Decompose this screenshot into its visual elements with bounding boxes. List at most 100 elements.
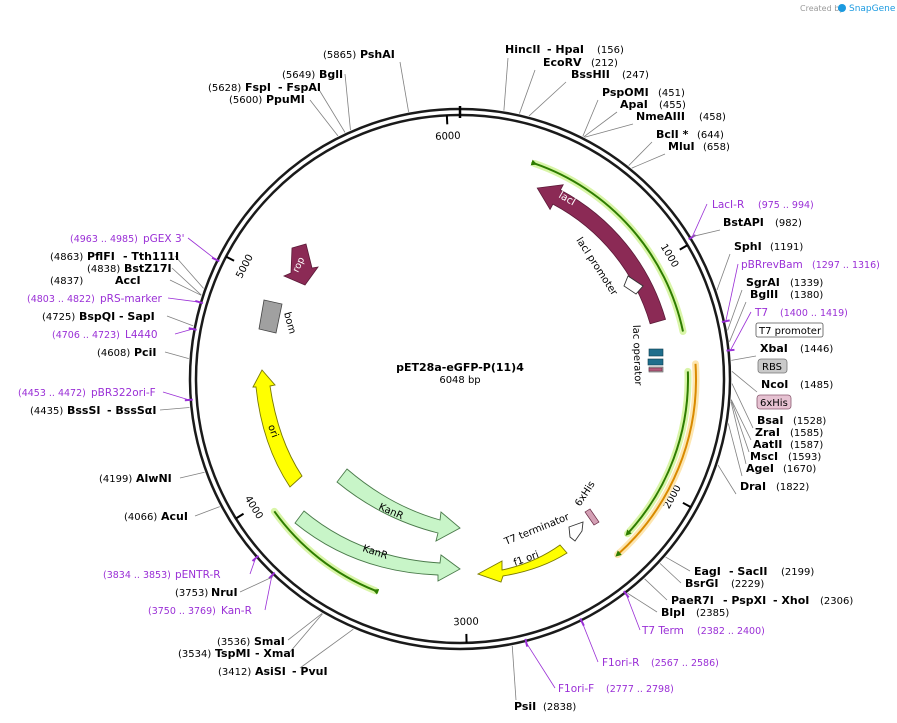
site-PaeR7I[interactable]: PaeR7I bbox=[671, 594, 714, 607]
site-PciI[interactable]: PciI bbox=[134, 346, 156, 359]
site-AsiSI[interactable]: AsiSI bbox=[255, 665, 286, 678]
site-HpaI[interactable]: - HpaI bbox=[547, 43, 584, 56]
site-PshAI[interactable]: PshAI bbox=[360, 48, 395, 61]
6xhis-marker[interactable] bbox=[648, 367, 663, 372]
site-BglI[interactable]: BglI bbox=[319, 68, 343, 81]
site-SacII[interactable]: - SacII bbox=[729, 565, 767, 578]
site-PflFI-pos: (4863) bbox=[50, 252, 83, 263]
site-PvuI[interactable]: - PvuI bbox=[292, 665, 328, 678]
site-BssSI[interactable]: BssSI bbox=[67, 404, 101, 417]
site-PsiI-pos: (2838) bbox=[543, 702, 576, 713]
primer-F1ori-F[interactable]: F1ori-F bbox=[558, 683, 594, 695]
6xhis-small-feature[interactable]: 6xHis bbox=[573, 479, 600, 526]
primer-Kan-R[interactable]: Kan-R bbox=[221, 605, 252, 617]
site-NruI[interactable]: NruI bbox=[211, 586, 238, 599]
site-PsiI[interactable]: PsiI bbox=[514, 700, 536, 713]
ori-feature[interactable]: ori bbox=[252, 369, 303, 488]
leader-line-47 bbox=[249, 558, 256, 575]
lacI-feature[interactable]: lacI bbox=[536, 184, 667, 325]
site-NmeAIII[interactable]: NmeAIII bbox=[636, 110, 685, 123]
primer-pBR322ori-F[interactable]: pBR322ori-F bbox=[91, 387, 156, 399]
ori-label: ori bbox=[265, 423, 280, 439]
primer-F1ori-R[interactable]: F1ori-R bbox=[602, 657, 639, 669]
site-PflFI[interactable]: PflFI bbox=[87, 250, 115, 263]
site-AcuI[interactable]: AcuI bbox=[161, 510, 188, 523]
primer-T7[interactable]: T7 bbox=[754, 307, 768, 319]
site-BlpI[interactable]: BlpI bbox=[661, 606, 685, 619]
site-ApaI[interactable]: ApaI bbox=[620, 98, 648, 111]
primer-pENTR-R-pos: (3834 .. 3853) bbox=[103, 570, 171, 581]
t7-terminator-feature[interactable]: T7 terminator bbox=[502, 511, 584, 548]
site-DraI[interactable]: DraI bbox=[740, 480, 766, 493]
site-PspOMI[interactable]: PspOMI bbox=[602, 86, 649, 99]
f1-ori-feature[interactable]: f1 ori bbox=[476, 544, 568, 583]
primer-L4440[interactable]: L4440 bbox=[125, 329, 158, 341]
site-XbaI[interactable]: XbaI bbox=[760, 342, 788, 355]
kanr-feature-1[interactable]: KanR bbox=[336, 468, 461, 542]
lac-operator-feature[interactable]: lac operator bbox=[630, 325, 664, 387]
site-XhoI[interactable]: - XhoI bbox=[773, 594, 809, 607]
bom-feature[interactable]: bom bbox=[258, 299, 297, 335]
site-BstZ17I[interactable]: BstZ17I bbox=[124, 262, 172, 275]
t7-promoter-marker[interactable] bbox=[647, 358, 664, 366]
site-BstAPI[interactable]: BstAPI bbox=[723, 216, 764, 229]
site-XmaI[interactable]: - XmaI bbox=[255, 647, 295, 660]
site-AlwNI[interactable]: AlwNI bbox=[136, 472, 172, 485]
site-BglII[interactable]: BglII bbox=[750, 288, 778, 301]
site-BsaI[interactable]: BsaI bbox=[757, 414, 783, 427]
rbs-label: RBS bbox=[762, 362, 782, 373]
site-PpuMI[interactable]: PpuMI bbox=[266, 93, 305, 106]
site-BclI[interactable]: BclI * bbox=[656, 128, 689, 141]
orf-lacI-region bbox=[530, 159, 684, 332]
rop-feature[interactable]: rop bbox=[282, 243, 319, 286]
rbs-box[interactable]: RBS bbox=[757, 358, 788, 374]
primer-pRS-marker[interactable]: pRS-marker bbox=[100, 293, 163, 305]
site-AatII[interactable]: AatII bbox=[753, 438, 782, 451]
site-MscI-pos: (1593) bbox=[788, 452, 821, 463]
primer-pENTR-R[interactable]: pENTR-R bbox=[175, 569, 221, 581]
snapgene-brand: SnapGene bbox=[849, 4, 896, 14]
site-SapI[interactable]: - SapI bbox=[119, 310, 155, 323]
site-BclI-pos: (644) bbox=[697, 130, 724, 141]
site-ZraI[interactable]: ZraI bbox=[755, 426, 780, 439]
leader-line-38 bbox=[317, 87, 346, 133]
primer-T7-Term[interactable]: T7 Term bbox=[641, 625, 684, 637]
leader-line-41 bbox=[691, 203, 708, 238]
site-NcoI[interactable]: NcoI bbox=[761, 378, 788, 391]
leader-line-33 bbox=[166, 315, 194, 327]
site-BspQI[interactable]: BspQI bbox=[79, 310, 115, 323]
site-FspI[interactable]: FspI bbox=[245, 81, 271, 94]
site-BssSaI[interactable]: - BssSαI bbox=[107, 404, 156, 417]
t7-promoter-box[interactable]: T7 promoter bbox=[755, 322, 824, 338]
site-BsaI-pos: (1528) bbox=[793, 416, 826, 427]
site-Tth111I[interactable]: - Tth111I bbox=[123, 250, 179, 263]
site-HincII[interactable]: HincII bbox=[505, 43, 541, 56]
site-EcoRV[interactable]: EcoRV bbox=[543, 56, 582, 69]
primer-pGEX3[interactable]: pGEX 3' bbox=[143, 233, 185, 245]
site-FspAI[interactable]: - FspAI bbox=[278, 81, 321, 94]
6xhis-box[interactable]: 6xHis bbox=[756, 394, 792, 410]
site-BsrGI[interactable]: BsrGI bbox=[685, 577, 718, 590]
site-SgrAI[interactable]: SgrAI bbox=[746, 276, 780, 289]
tick-label-4000: 4000 bbox=[242, 494, 265, 521]
site-MscI[interactable]: MscI bbox=[750, 450, 778, 463]
site-AgeI[interactable]: AgeI bbox=[746, 462, 774, 475]
site-PspXI[interactable]: - PspXI bbox=[723, 594, 766, 607]
site-AccI[interactable]: AccI bbox=[115, 274, 141, 287]
site-TspMI[interactable]: TspMI bbox=[215, 647, 251, 660]
primer-pBRrevBam[interactable]: pBRrevBam bbox=[741, 259, 803, 271]
leader-line-52 bbox=[187, 237, 216, 260]
site-BssHII[interactable]: BssHII bbox=[571, 68, 610, 81]
site-EagI[interactable]: EagI bbox=[694, 565, 721, 578]
site-SphI[interactable]: SphI bbox=[734, 240, 762, 253]
site-XhoI-pos: (2306) bbox=[820, 596, 853, 607]
site-SmaI[interactable]: SmaI bbox=[254, 635, 285, 648]
site-PshAI-pos: (5865) bbox=[323, 50, 356, 61]
leader-line-40 bbox=[399, 61, 409, 112]
leader-line-17 bbox=[730, 401, 747, 465]
site-BglI-pos: (5649) bbox=[282, 70, 315, 81]
leader-line-23 bbox=[627, 592, 658, 613]
primer-LacI-R[interactable]: LacI-R bbox=[712, 199, 744, 211]
tick-label-3000: 3000 bbox=[453, 617, 479, 629]
site-MluI[interactable]: MluI bbox=[668, 140, 695, 153]
